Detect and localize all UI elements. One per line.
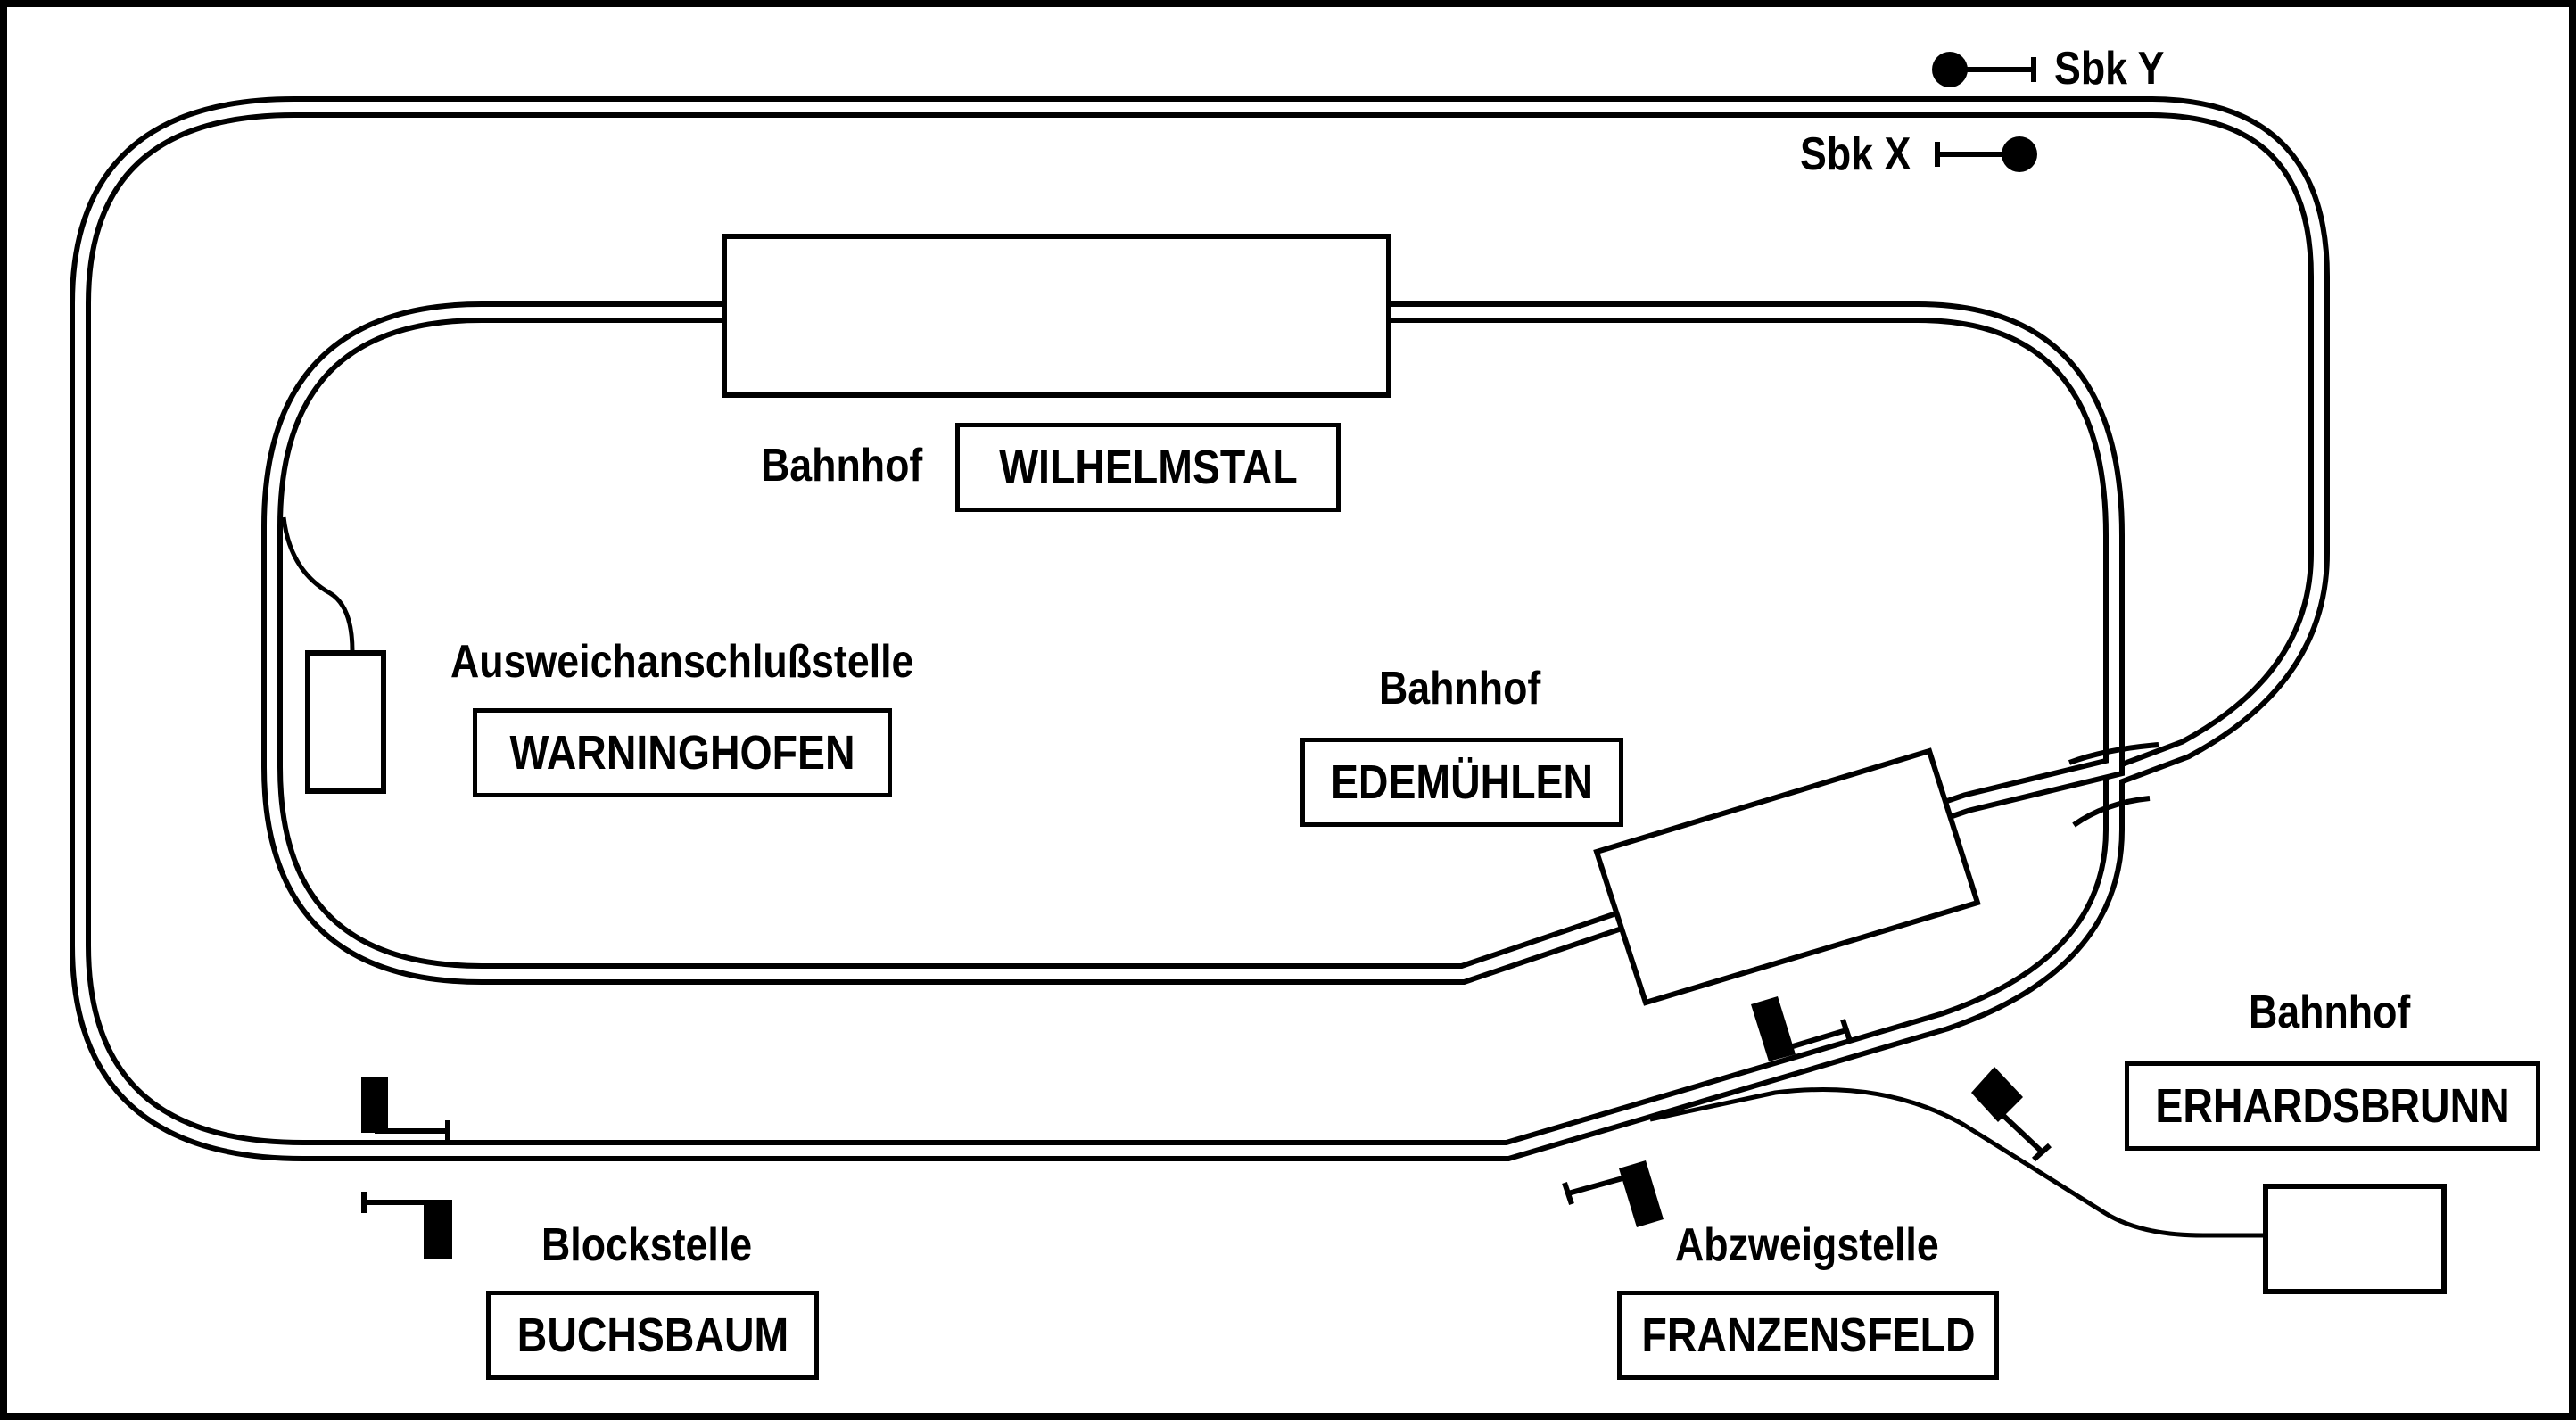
edemuehlen-station-box <box>1593 747 1981 1006</box>
signal-label-sbk-y: Sbk Y <box>2054 43 2165 95</box>
wilhelmstal-station-box <box>722 234 1391 398</box>
franzensfeld-kind-label: Abzweigstelle <box>1675 1219 1939 1271</box>
edemuehlen-name-label: EDEMÜHLEN <box>1330 755 1594 809</box>
warninghofen-name-label: WARNINGHOFEN <box>509 726 855 780</box>
signal-label-sbk-x: Sbk X <box>1800 128 1911 180</box>
signal-buchsbaum-lower <box>361 1192 452 1259</box>
buchsbaum-name-label: BUCHSBAUM <box>516 1309 788 1362</box>
signal-sbk-y <box>1932 52 2036 87</box>
signal-buchsbaum-upper <box>361 1077 450 1142</box>
erhardsbrunn-kind-label: Bahnhof <box>2249 987 2411 1038</box>
crossover-marks <box>2068 742 2159 828</box>
signal-franzensfeld-lower <box>1562 1160 1664 1227</box>
edemuehlen-name-box: EDEMÜHLEN <box>1300 738 1623 827</box>
franzensfeld-name-box: FRANZENSFELD <box>1617 1291 1999 1380</box>
erhardsbrunn-name-label: ERHARDSBRUNN <box>2155 1079 2510 1133</box>
warninghofen-siding-track <box>281 516 355 652</box>
wilhelmstal-kind-label: Bahnhof <box>761 440 923 491</box>
erhardsbrunn-name-box: ERHARDSBRUNN <box>2125 1061 2540 1151</box>
wilhelmstal-name-label: WILHELMSTAL <box>998 441 1298 494</box>
warninghofen-kind-label: Ausweichanschlußstelle <box>450 636 914 688</box>
outer-loop-track <box>70 96 2330 1161</box>
wilhelmstal-name-box: WILHELMSTAL <box>955 423 1341 512</box>
buchsbaum-kind-label: Blockstelle <box>541 1219 753 1271</box>
warninghofen-name-box: WARNINGHOFEN <box>473 708 892 797</box>
buchsbaum-name-box: BUCHSBAUM <box>486 1291 819 1380</box>
signal-sbk-x <box>1935 136 2037 172</box>
edemuehlen-kind-label: Bahnhof <box>1379 663 1541 714</box>
erhardsbrunn-station-box <box>2263 1184 2447 1294</box>
franzensfeld-name-label: FRANZENSFELD <box>1640 1309 1976 1362</box>
inner-loop-track <box>261 301 2125 985</box>
signal-erhardsbrunn-branch <box>1971 1067 2052 1162</box>
warninghofen-siding-box <box>305 650 386 794</box>
signal-franzensfeld-upper <box>1751 996 1853 1061</box>
erhardsbrunn-branch-track <box>1649 1087 2266 1238</box>
